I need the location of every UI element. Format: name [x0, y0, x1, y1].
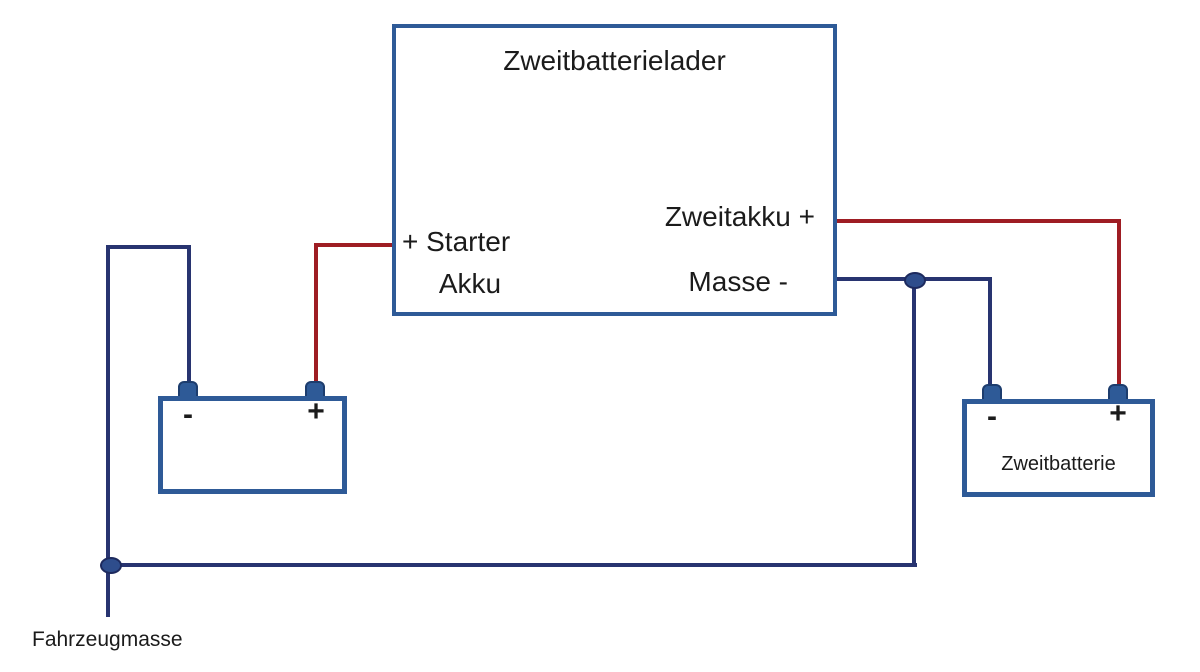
junction-dot-masse [904, 272, 926, 289]
second-battery-name: Zweitbatterie [1001, 453, 1116, 475]
starter-akku-label: Akku [438, 268, 502, 299]
wire-second-battery-positive-vertical [1117, 219, 1121, 387]
wire-starter-positive-vertical [314, 243, 318, 385]
wire-starter-negative-vertical [187, 245, 191, 385]
second-battery-box [962, 399, 1155, 497]
wire-masse-to-ground-vertical [912, 279, 916, 567]
wire-starter-positive-horizontal [314, 243, 396, 247]
wire-second-battery-negative-vertical [988, 277, 992, 387]
starter-akku-plus-label: + Starter [402, 226, 511, 257]
starter-battery-box [158, 396, 347, 494]
starter-battery-positive-sign: + [307, 395, 325, 428]
zweitakku-plus-label: Zweitakku + [664, 201, 815, 232]
second-battery-positive-sign: + [1109, 397, 1127, 430]
masse-minus-label: Masse - [688, 266, 788, 297]
wire-ground-horizontal [106, 563, 917, 567]
wire-ground-left-vertical [106, 245, 110, 617]
charger-box [392, 24, 837, 316]
wire-starter-negative-horizontal [106, 245, 191, 249]
charger-title: Zweitbatterielader [503, 45, 726, 76]
starter-battery-negative-sign: - [183, 398, 193, 431]
second-battery-negative-sign: - [987, 400, 997, 433]
wire-second-battery-positive-horizontal [833, 219, 1121, 223]
junction-dot-ground [100, 557, 122, 574]
fahrzeugmasse-label: Fahrzeugmasse [32, 628, 183, 651]
